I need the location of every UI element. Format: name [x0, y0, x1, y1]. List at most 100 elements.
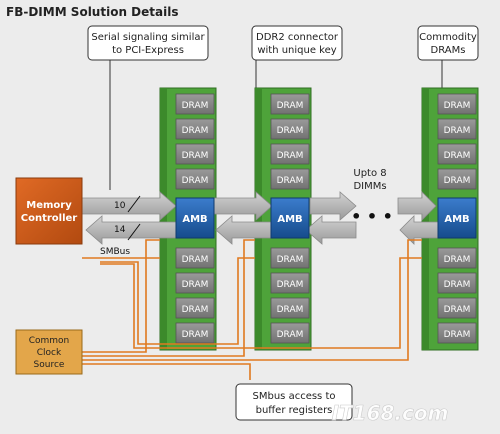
dram-chip-label: DRAM	[444, 151, 471, 161]
dram-chip-body	[270, 272, 310, 294]
amb-1: AMB	[175, 197, 215, 239]
dimm-2-dram-chip: DRAM	[270, 118, 310, 140]
dram-chip-body	[270, 297, 310, 319]
dram-chip-label: DRAM	[444, 176, 471, 186]
dram-chip-label: DRAM	[444, 255, 471, 265]
callout-commodity-line2: DRAMs	[431, 45, 466, 56]
northbound-arrow-1	[85, 215, 183, 245]
memory-controller-line2: Controller	[21, 213, 78, 224]
dimm-1-dram-chip: DRAM	[175, 247, 215, 269]
dram-chip-label: DRAM	[277, 255, 304, 265]
memory-controller-line1: Memory	[26, 200, 72, 211]
callout-smbus-access: SMbus access to buffer registers	[235, 383, 353, 421]
northbound-arrow-4	[399, 215, 441, 245]
dram-chip-label: DRAM	[182, 101, 209, 111]
dimm-2-dram-chip: DRAM	[270, 143, 310, 165]
dram-chip-label: DRAM	[444, 330, 471, 340]
dram-chip-body	[175, 168, 215, 190]
dimm-8-dram-chip: DRAM	[437, 168, 477, 190]
clock-line-2	[82, 239, 255, 357]
dimm-8-dram-chip: DRAM	[437, 297, 477, 319]
dimm-1-dram-chip: DRAM	[175, 143, 215, 165]
amb-8-label: AMB	[444, 214, 469, 225]
dram-chip-body	[175, 297, 215, 319]
smbus-line-2	[100, 257, 255, 345]
smbus-label: SMBus	[100, 247, 130, 257]
dram-chip-body	[437, 168, 477, 190]
southbound-arrows	[79, 191, 437, 221]
dimm-8-dram-chip: DRAM	[437, 272, 477, 294]
smbus-line-3	[100, 257, 422, 349]
dimm-8-dram-chip: DRAM	[437, 247, 477, 269]
northbound-arrows	[85, 215, 441, 245]
dram-chip-body	[437, 272, 477, 294]
dram-chip-body	[270, 168, 310, 190]
dram-chip-label: DRAM	[277, 280, 304, 290]
page-title: FB-DIMM Solution Details	[6, 5, 178, 19]
signal-lines	[82, 239, 422, 380]
dimm-8-dram-chip: DRAM	[437, 143, 477, 165]
dram-chip-body	[437, 322, 477, 344]
dimm-8-dram-chip: DRAM	[437, 93, 477, 115]
callout-serial: Serial signaling similar to PCI-Express	[87, 25, 209, 190]
amb-8: AMB	[437, 197, 477, 239]
callout-connector-line1: DDR2 connector	[256, 32, 339, 43]
dram-chip-body	[437, 93, 477, 115]
clock-source: Common Clock Source	[15, 329, 83, 375]
dram-chip-body	[270, 322, 310, 344]
dram-chip-label: DRAM	[444, 305, 471, 315]
southbound-lane-count: 10	[114, 201, 126, 211]
northbound-arrow-2	[215, 215, 277, 245]
dram-chip-body	[175, 272, 215, 294]
dram-chip-label: DRAM	[444, 280, 471, 290]
dimm-2-chips: DRAM DRAM DRAM DRAM DRAM DRAM DRAM DRAM	[270, 93, 310, 344]
clock-source-line3: Source	[34, 360, 65, 370]
dram-chip-label: DRAM	[182, 151, 209, 161]
dram-chip-label: DRAM	[277, 176, 304, 186]
dram-chip-body	[175, 247, 215, 269]
southbound-arrow-3	[309, 191, 357, 221]
dimm-1-dram-chip: DRAM	[175, 297, 215, 319]
dimm-2-dram-chip: DRAM	[270, 297, 310, 319]
northbound-lane-count: 14	[114, 225, 126, 235]
dimm-1-dram-chip: DRAM	[175, 93, 215, 115]
dram-chip-body	[175, 143, 215, 165]
dram-chip-body	[175, 93, 215, 115]
northbound-slash	[127, 223, 141, 241]
dimm-2-dram-chip: DRAM	[270, 93, 310, 115]
northbound-arrow-3	[305, 215, 357, 245]
dram-chip-body	[175, 322, 215, 344]
dram-chip-body	[175, 118, 215, 140]
dram-chip-body	[270, 143, 310, 165]
clock-line-1	[82, 239, 160, 353]
dram-chip-body	[437, 143, 477, 165]
southbound-arrow-1	[79, 191, 177, 221]
callout-serial-line2: to PCI-Express	[112, 45, 184, 56]
dimm-2-dram-chip: DRAM	[270, 247, 310, 269]
dimm-1-dram-chip: DRAM	[175, 272, 215, 294]
dram-chip-label: DRAM	[182, 255, 209, 265]
callout-smbus-line1: SMbus access to	[253, 391, 336, 402]
dram-chip-label: DRAM	[277, 305, 304, 315]
amb-2-label: AMB	[277, 214, 302, 225]
callout-connector: DDR2 connector with unique key	[251, 25, 343, 90]
clock-source-line1: Common	[29, 336, 70, 346]
callout-serial-line1: Serial signaling similar	[91, 32, 205, 43]
dram-chip-label: DRAM	[277, 151, 304, 161]
dram-chip-label: DRAM	[182, 305, 209, 315]
clock-line-3	[82, 239, 422, 361]
dram-chip-body	[270, 93, 310, 115]
dram-chip-body	[437, 118, 477, 140]
dram-chip-body	[437, 297, 477, 319]
dram-chip-label: DRAM	[182, 330, 209, 340]
dimm-2-dram-chip: DRAM	[270, 322, 310, 344]
dram-chip-label: DRAM	[182, 280, 209, 290]
dimm-ellipsis: • • •	[351, 207, 393, 226]
dimm-8-dram-chip: DRAM	[437, 322, 477, 344]
upto-line2: DIMMs	[353, 181, 386, 192]
amb-2: AMB	[270, 197, 310, 239]
